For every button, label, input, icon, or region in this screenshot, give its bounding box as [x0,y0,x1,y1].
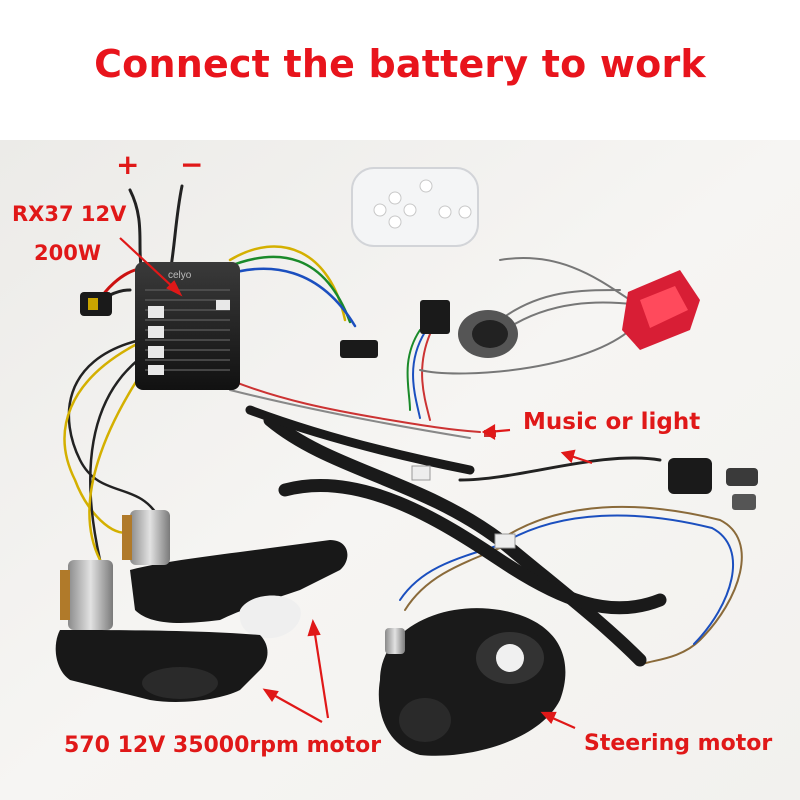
steering-motor-label: Steering motor [584,731,773,756]
controller-model-label: RX37 12V [12,202,127,226]
page-title: Connect the battery to work [94,42,706,86]
music-light-label: Music or light [523,409,701,435]
product-photo: celyo [0,140,800,800]
controller-power-label: 200W [34,241,101,265]
plus-symbol: + [116,148,140,181]
svg-text:celyo: celyo [168,270,192,281]
minus-symbol: − [180,148,204,181]
motor-label: 570 12V 35000rpm motor [64,733,382,758]
